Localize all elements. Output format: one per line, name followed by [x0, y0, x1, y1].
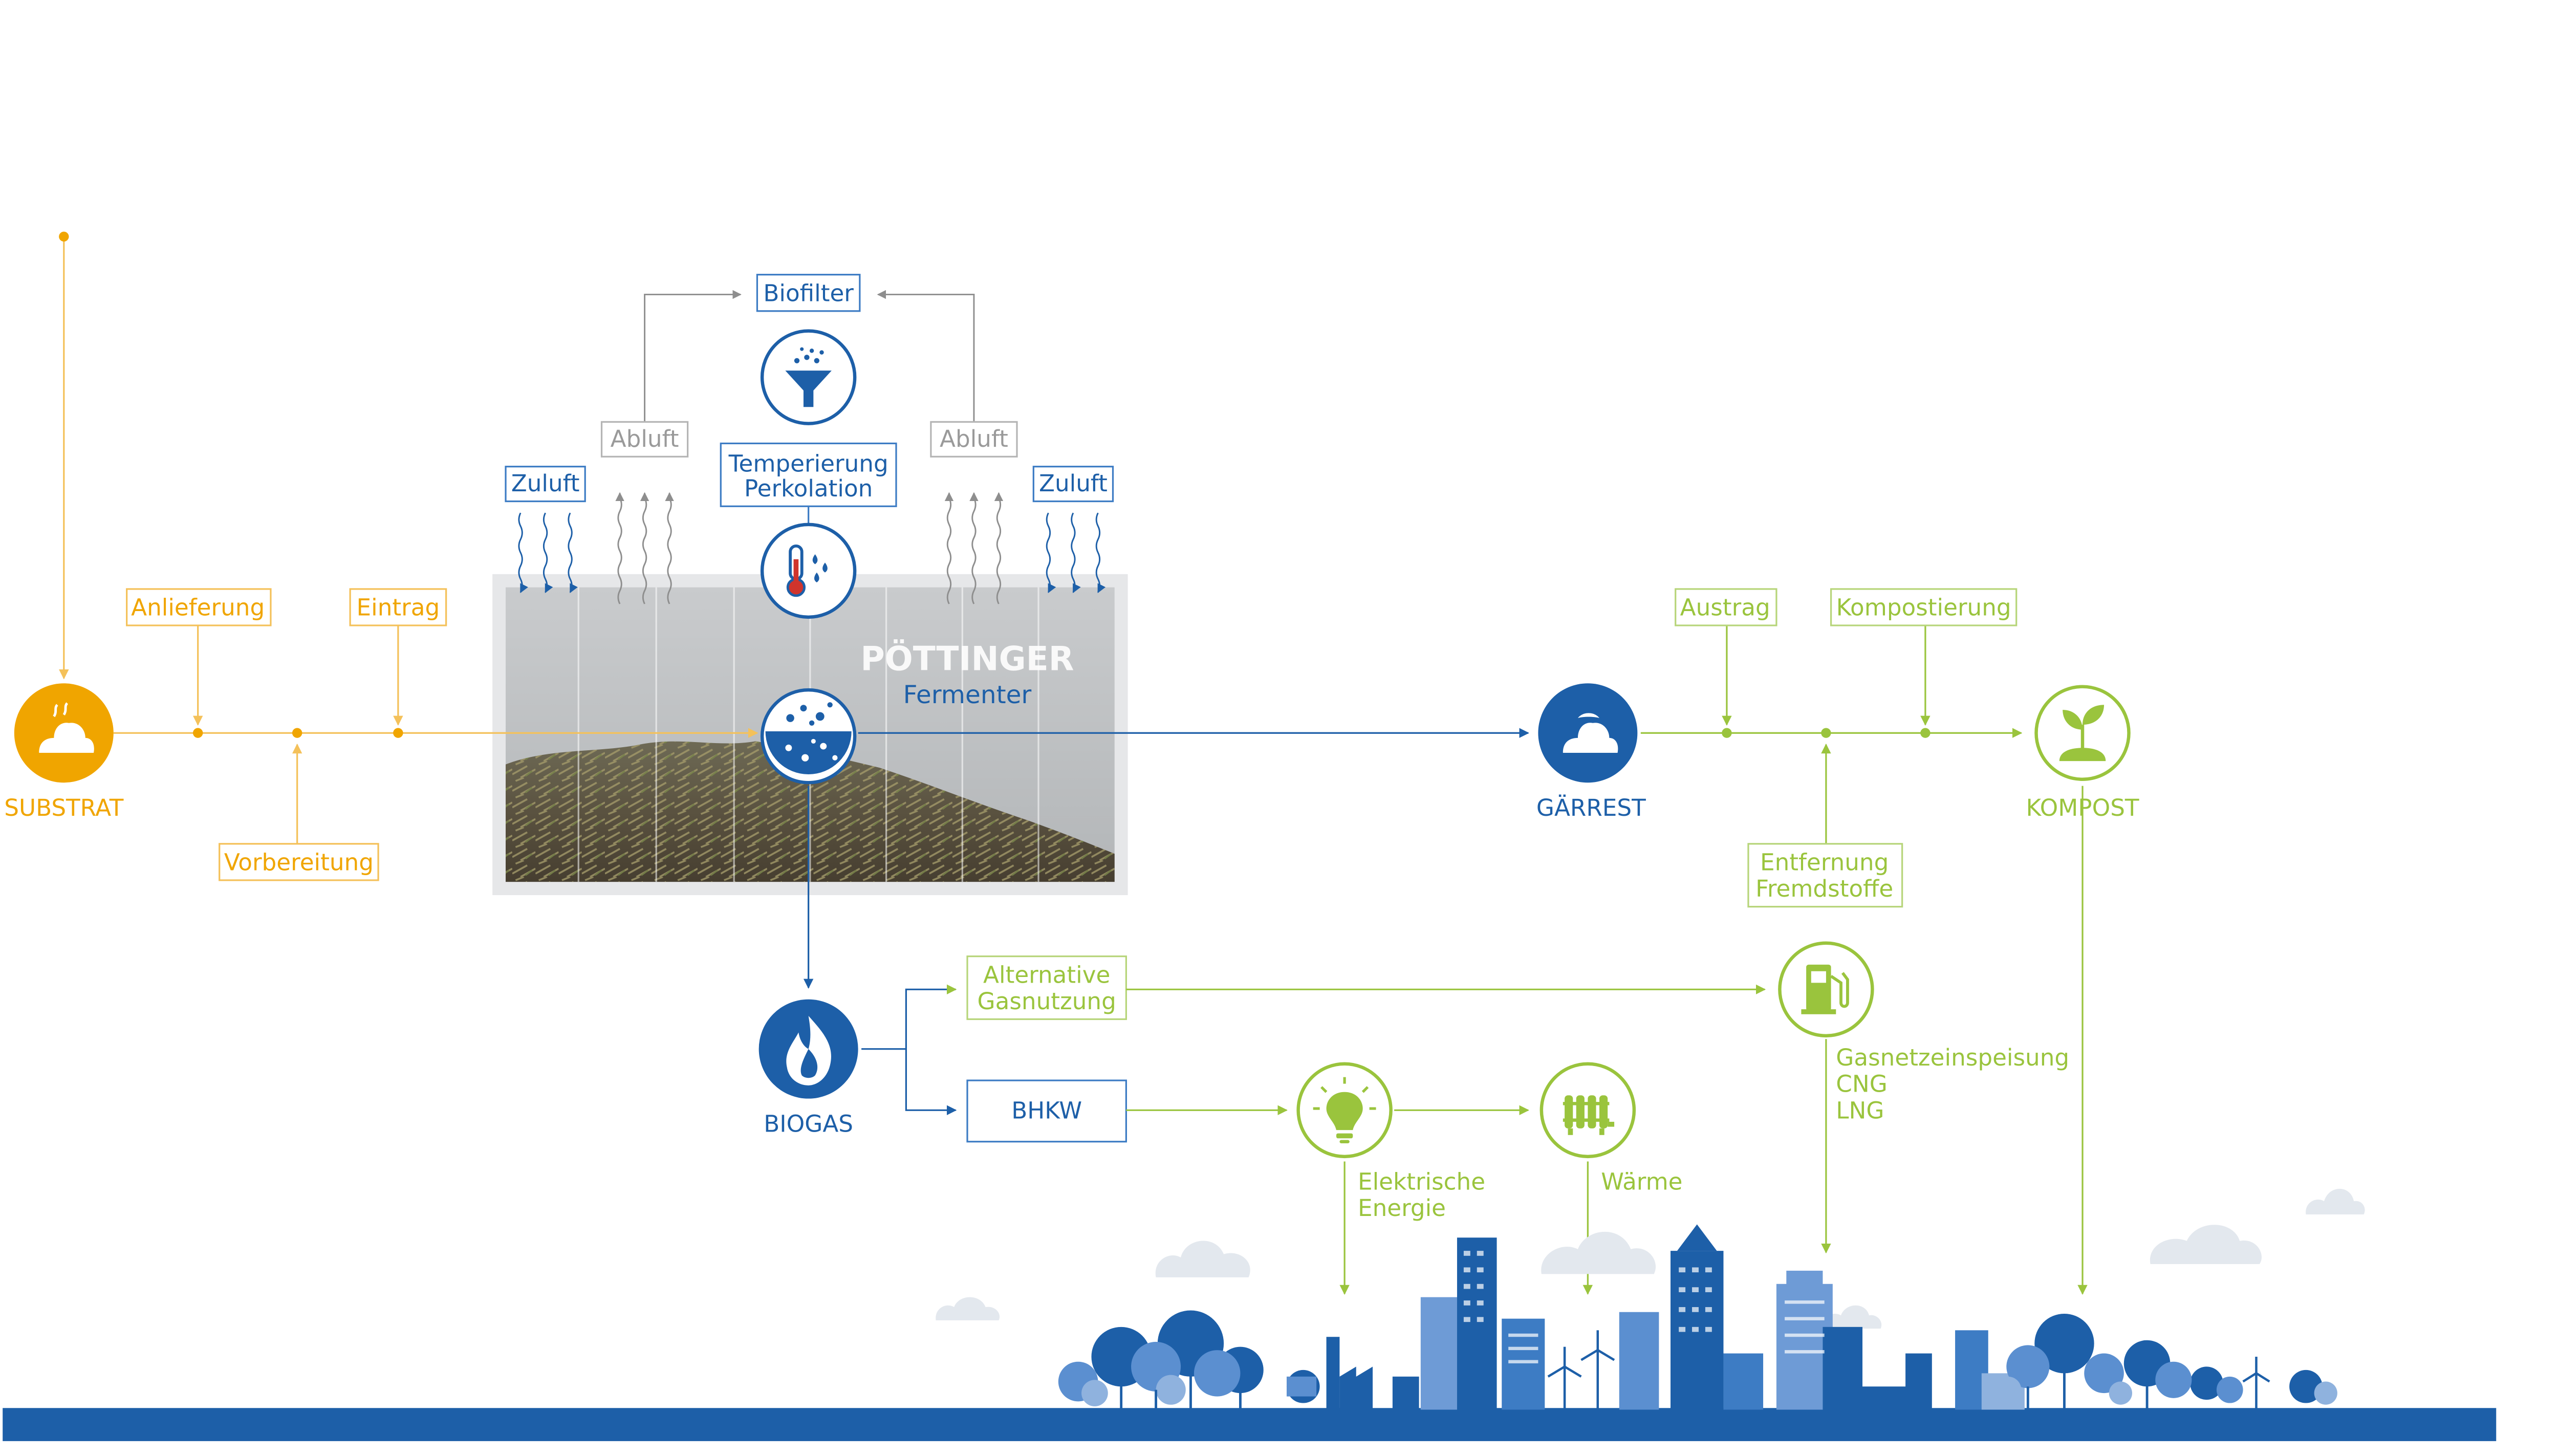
biofilter-text: Biofilter	[763, 279, 854, 307]
label-alternative: Alternative Gasnutzung	[966, 955, 1127, 1020]
gasnutzung-text: Gasnutzung	[978, 988, 1116, 1015]
gasnetz-node	[1778, 941, 1874, 1038]
zuluft-arrows-left	[518, 512, 578, 593]
biogas-label: BIOGAS	[764, 1110, 853, 1137]
label-abluft-right: Abluft	[930, 421, 1018, 458]
waerme-text: Wärme	[1601, 1168, 1682, 1195]
austrag-text: Austrag	[1680, 594, 1770, 621]
anlieferung-text: Anlieferung	[131, 594, 265, 621]
abluft-left-text: Abluft	[611, 425, 679, 452]
cng-text: CNG	[1836, 1071, 1888, 1098]
label-zuluft-left: Zuluft	[505, 466, 586, 503]
kompost-label: KOMPOST	[2026, 794, 2139, 821]
label-biofilter: Biofilter	[756, 274, 861, 312]
abluft-arrows-left	[615, 492, 674, 604]
kompost-node: KOMPOST	[2026, 685, 2139, 821]
zuluft-arrows-right	[1046, 512, 1106, 593]
biogas-node: BIOGAS	[758, 999, 858, 1137]
gaerrest-label: GÄRREST	[1536, 794, 1646, 821]
abluft-lines	[644, 290, 975, 422]
lng-text: LNG	[1836, 1097, 1884, 1124]
elektrische-text: Elektrische	[1358, 1168, 1485, 1195]
label-vorbereitung: Vorbereitung	[219, 843, 379, 881]
label-elektrische: Elektrische Energie	[1358, 1168, 1485, 1222]
thermometer-drops-icon	[786, 544, 828, 597]
gaerrest-node: GÄRREST	[1536, 683, 1646, 821]
temperierung-icon-node	[760, 506, 857, 619]
label-entfernung: Entfernung Fremdstoffe	[1747, 843, 1903, 908]
flame-icon	[786, 1016, 831, 1085]
label-eintrag: Eintrag	[349, 588, 447, 626]
gasnetz-text: Gasnetzeinspeisung	[1836, 1044, 2069, 1071]
abluft-arrows-right	[944, 492, 1004, 604]
label-bhkw: BHKW	[966, 1079, 1127, 1143]
radiator-icon	[1563, 1095, 1615, 1135]
sprout-icon	[2059, 705, 2106, 762]
kompostierung-text: Kompostierung	[1836, 594, 2011, 621]
entfernung-text: Entfernung	[1760, 849, 1889, 876]
label-waerme: Wärme	[1601, 1168, 1682, 1195]
label-austrag: Austrag	[1675, 588, 1777, 626]
label-kompostierung: Kompostierung	[1830, 588, 2018, 626]
label-abluft-left: Abluft	[600, 421, 689, 458]
elektrische-node	[1296, 1062, 1393, 1159]
label-zuluft-right: Zuluft	[1032, 466, 1114, 503]
city-skyline	[3, 1188, 2497, 1441]
bubbles-icon	[765, 702, 852, 775]
abluft-right-text: Abluft	[940, 425, 1008, 452]
filter-funnel-icon	[785, 347, 832, 407]
energie-text: Energie	[1358, 1194, 1446, 1222]
alternative-text: Alternative	[983, 961, 1110, 988]
fuel-pump-icon	[1801, 964, 1849, 1014]
biofilter-icon-node	[760, 329, 857, 425]
waerme-node	[1539, 1062, 1636, 1159]
fremdstoffe-text: Fremdstoffe	[1755, 875, 1893, 902]
temperierung-text: Temperierung	[728, 450, 888, 477]
label-gasnetz: Gasnetzeinspeisung CNG LNG	[1836, 1044, 2069, 1124]
perkolation-text: Perkolation	[744, 475, 873, 502]
substrat-label: SUBSTRAT	[4, 794, 124, 821]
heap-icon	[1563, 713, 1618, 753]
label-anlieferung: Anlieferung	[126, 588, 272, 626]
bhkw-text: BHKW	[1011, 1097, 1082, 1124]
vorbereitung-text: Vorbereitung	[224, 849, 374, 876]
fermenter-icon-node	[760, 688, 857, 785]
eintrag-text: Eintrag	[357, 594, 440, 621]
brand-logo: PÖTTINGER	[860, 639, 1074, 678]
substrat-node: SUBSTRAT	[4, 683, 124, 821]
lightbulb-icon	[1313, 1077, 1376, 1143]
fermenter-label: Fermenter	[903, 681, 1032, 709]
substrate-flow	[59, 236, 758, 844]
biogas-branches	[861, 984, 957, 1116]
heap-icon	[39, 702, 94, 753]
label-temperierung: Temperierung Perkolation	[720, 442, 897, 507]
zuluft-left-text: Zuluft	[511, 470, 580, 497]
zuluft-right-text: Zuluft	[1039, 470, 1108, 497]
